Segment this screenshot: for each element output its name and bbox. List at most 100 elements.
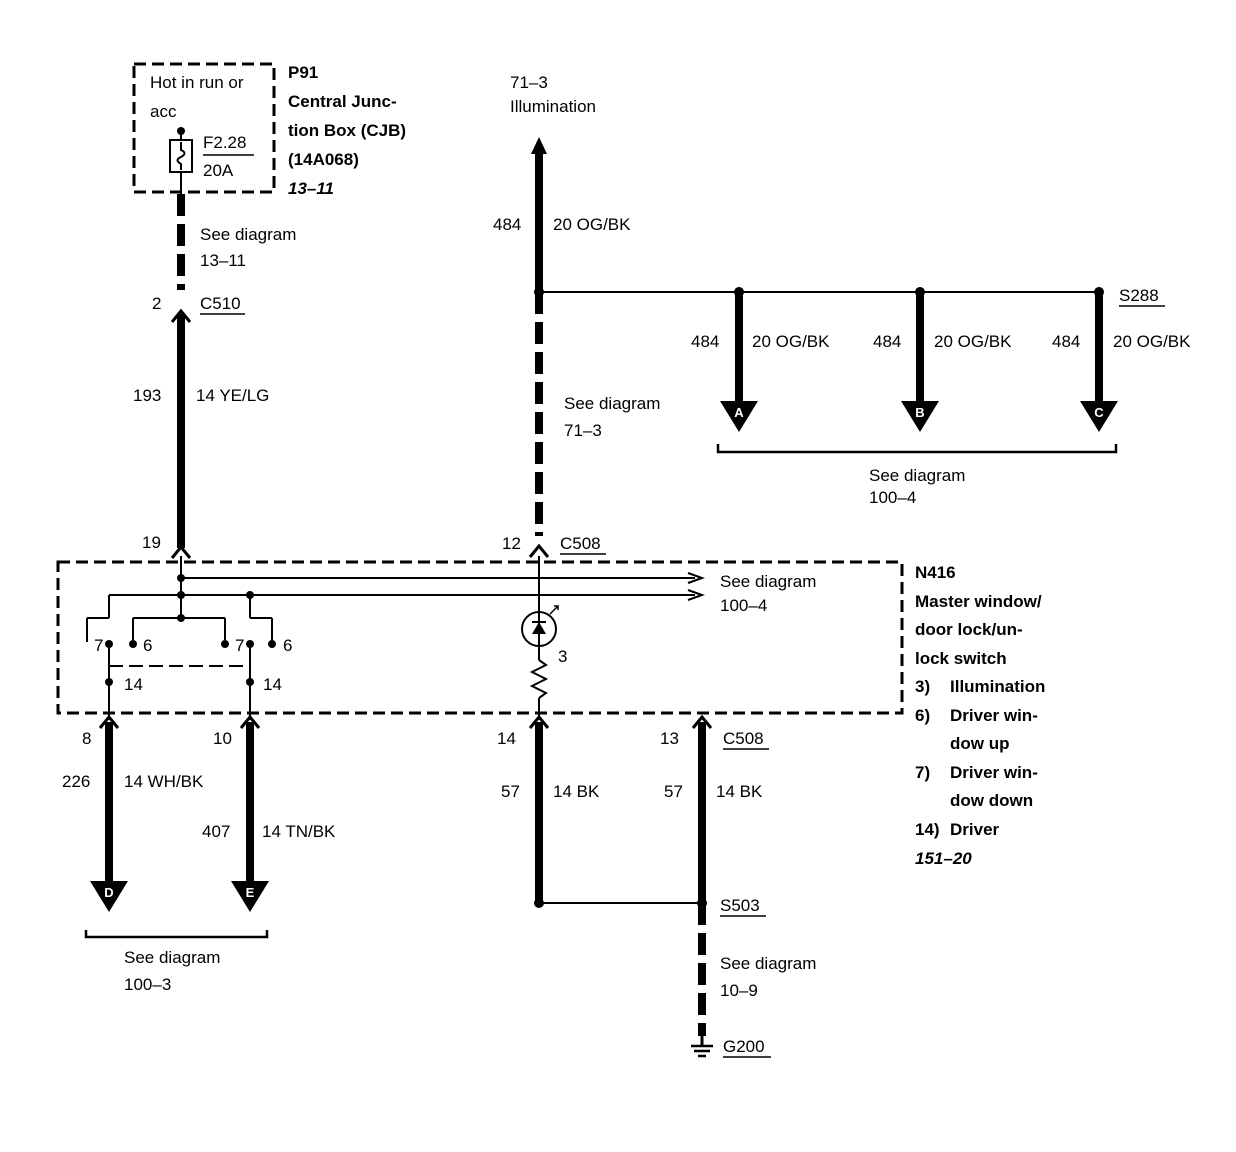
arrow-b-letter: B <box>915 405 924 420</box>
pin-12-label: 12 <box>502 534 521 553</box>
circuit-57-b-spec: 14 BK <box>716 782 763 801</box>
arrow-b-icon <box>901 401 939 432</box>
pin-13-label: 13 <box>660 729 679 748</box>
branch-c-spec: 20 OG/BK <box>1113 332 1191 351</box>
circuit-193-number: 193 <box>133 386 161 405</box>
switch-name-line2: door lock/un- <box>915 620 1023 639</box>
legend-14-number: 14) <box>915 820 940 839</box>
c510-connector-icon <box>170 308 192 323</box>
left-position-6: 6 <box>143 636 152 655</box>
cjb-fuse-id: F2.28 <box>203 133 246 152</box>
right-contact-7-left-dot <box>221 640 229 648</box>
switch-ref: N416 <box>915 563 956 582</box>
switch-page-ref: 151–20 <box>915 849 972 868</box>
ground-icon <box>691 1036 713 1058</box>
circuit-484-main-number: 484 <box>493 215 521 234</box>
legend-6-text-2: dow up <box>950 734 1009 753</box>
cjb-name-line1: Central Junc- <box>288 92 397 111</box>
see-diagram-10-9-number: 10–9 <box>720 981 758 1000</box>
pin-19-connector-icon <box>170 544 192 559</box>
circuit-57-b-number: 57 <box>664 782 683 801</box>
switch-name-line1: Master window/ <box>915 592 1042 611</box>
cjb-ref: P91 <box>288 63 318 82</box>
c508-top-connector-label: C508 <box>560 534 601 553</box>
left-pole-14-dot <box>105 678 113 686</box>
legend-6-text-1: Driver win- <box>950 706 1038 725</box>
cjb-fuse-rating: 20A <box>203 161 234 180</box>
arrow-a-icon <box>720 401 758 432</box>
pin-8-connector-icon <box>98 714 120 729</box>
legend-6-number: 6) <box>915 706 930 725</box>
pin-14-connector-icon <box>528 714 550 729</box>
branch-a-circuit: 484 <box>691 332 719 351</box>
s288-branch: S288 484 20 OG/BK A 484 20 OG/BK B 484 2… <box>539 286 1191 507</box>
pin-10-connector-icon <box>239 714 261 729</box>
arrow-a-letter: A <box>734 405 744 420</box>
lamp-icon <box>521 605 559 647</box>
branch-a-spec: 20 OG/BK <box>752 332 830 351</box>
circuits-226-407: 8 226 14 WH/BK D 10 407 14 TN/BK E See d… <box>62 714 336 994</box>
switch-feed-dot-2 <box>177 591 185 599</box>
arrow-d-icon <box>90 881 128 912</box>
bracket-de-icon <box>84 930 269 939</box>
resistor-icon <box>529 659 549 699</box>
see-diagram-100-3-label: See diagram <box>124 948 220 967</box>
see-100-4-arrow-1-icon <box>687 572 705 584</box>
central-junction-box: Hot in run or acc F2.28 20A P91 Central … <box>132 62 406 198</box>
legend-3-text: Illumination <box>950 677 1045 696</box>
circuit-407-spec: 14 TN/BK <box>262 822 336 841</box>
left-position-7: 7 <box>94 636 103 655</box>
right-position-6: 6 <box>283 636 292 655</box>
legend-7-number: 7) <box>915 763 930 782</box>
top-ref-page: 71–3 <box>510 73 548 92</box>
cjb-part-number: (14A068) <box>288 150 359 169</box>
up-arrow-icon <box>531 137 547 154</box>
cjb-hot-line1: Hot in run or <box>150 73 244 92</box>
circuit-193-wire: See diagram 13–11 2 C510 193 14 YE/LG 19 <box>133 194 296 559</box>
pin-10-label: 10 <box>213 729 232 748</box>
branch-c-circuit: 484 <box>1052 332 1080 351</box>
circuit-484-main-spec: 20 OG/BK <box>553 215 631 234</box>
circuit-57-a-spec: 14 BK <box>553 782 600 801</box>
pin-14-label: 14 <box>497 729 516 748</box>
see-diagram-100-4-top-label: See diagram <box>869 466 965 485</box>
circuit-193-spec: 14 YE/LG <box>196 386 269 405</box>
c510-pin-number: 2 <box>152 294 161 313</box>
see-diagram-100-4-switch-number: 100–4 <box>720 596 767 615</box>
arrow-e-letter: E <box>246 885 255 900</box>
top-ref-illumination: Illumination <box>510 97 596 116</box>
circuit-226-number: 226 <box>62 772 90 791</box>
switch-name-line3: lock switch <box>915 649 1007 668</box>
see-diagram-100-4-top-number: 100–4 <box>869 488 916 507</box>
illumination-position-3: 3 <box>558 647 567 666</box>
switch-dashed-outline <box>56 560 904 715</box>
left-contact-6-dot <box>129 640 137 648</box>
arrow-e-icon <box>231 881 269 912</box>
left-position-14: 14 <box>124 675 143 694</box>
right-position-14: 14 <box>263 675 282 694</box>
see-diagram-71-3-number: 71–3 <box>564 421 602 440</box>
see-diagram-71-3-label: See diagram <box>564 394 660 413</box>
cjb-hot-line2: acc <box>150 102 177 121</box>
s288-label: S288 <box>1119 286 1159 305</box>
branch-b-circuit: 484 <box>873 332 901 351</box>
arrow-c-icon <box>1080 401 1118 432</box>
see-diagram-13-11-number: 13–11 <box>200 251 246 270</box>
bracket-abc-icon <box>716 444 1118 454</box>
circuit-484-main-wire: 71–3 Illumination 484 20 OG/BK See diagr… <box>493 73 660 558</box>
see-100-4-arrow-2-icon <box>687 589 705 601</box>
legend-7-text-1: Driver win- <box>950 763 1038 782</box>
cjb-dashed-outline <box>132 62 276 194</box>
see-diagram-100-4-switch-label: See diagram <box>720 572 816 591</box>
see-diagram-13-11-label: See diagram <box>200 225 296 244</box>
right-pole-14-dot <box>246 678 254 686</box>
cjb-name-line2: tion Box (CJB) <box>288 121 406 140</box>
fuse-icon <box>169 139 193 173</box>
ground-circuits-57: 14 57 14 BK 13 C508 57 14 BK S503 See di… <box>497 714 816 1058</box>
cjb-page-ref: 13–11 <box>288 179 334 198</box>
c508-bottom-connector-label: C508 <box>723 729 764 748</box>
right-contact-6-dot <box>268 640 276 648</box>
s503-label: S503 <box>720 896 760 915</box>
g200-label: G200 <box>723 1037 765 1056</box>
